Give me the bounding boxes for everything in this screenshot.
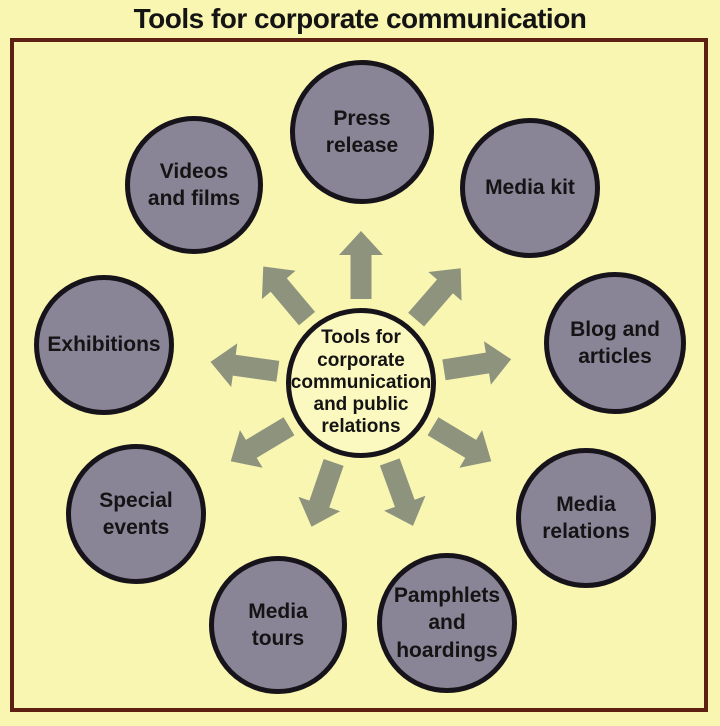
node-label: Special events [99, 488, 173, 539]
node-blog-and-articles: Blog and articles [544, 272, 686, 414]
page-title: Tools for corporate communication [133, 3, 587, 34]
outward-arrow-icon [219, 407, 301, 481]
node-media-relations: Media relations [516, 448, 656, 588]
node-label: Media kit [485, 176, 575, 200]
node-label: Blog and articles [570, 317, 660, 368]
outward-arrow-icon [399, 253, 478, 335]
center-node-label: Tools for corporate communication and pu… [290, 327, 432, 438]
node-label: Media tours [248, 599, 308, 650]
outward-arrow-icon [246, 252, 324, 333]
outward-arrow-icon [339, 231, 383, 299]
center-node-tools: Tools for corporate communication and pu… [286, 308, 436, 458]
outward-arrow-icon [440, 337, 515, 392]
node-exhibitions: Exhibitions [34, 275, 174, 415]
outward-arrow-icon [421, 407, 503, 481]
node-special-events: Special events [66, 444, 206, 584]
outward-arrow-icon [290, 455, 355, 534]
diagram-frame [10, 38, 708, 712]
node-label: Pamphlets and hoardings [393, 584, 501, 662]
node-label: Press release [325, 106, 399, 157]
node-press-release: Press release [290, 60, 434, 204]
outward-arrow-icon [369, 454, 434, 534]
node-label: Videos and films [147, 159, 241, 210]
node-label: Media relations [542, 492, 630, 543]
outward-arrow-icon [207, 340, 281, 394]
node-media-tours: Media tours [209, 556, 347, 694]
node-pamphlets-hoardings: Pamphlets and hoardings [377, 553, 517, 693]
node-videos-and-films: Videos and films [125, 116, 263, 254]
node-label: Exhibitions [47, 333, 161, 357]
node-media-kit: Media kit [460, 118, 600, 258]
